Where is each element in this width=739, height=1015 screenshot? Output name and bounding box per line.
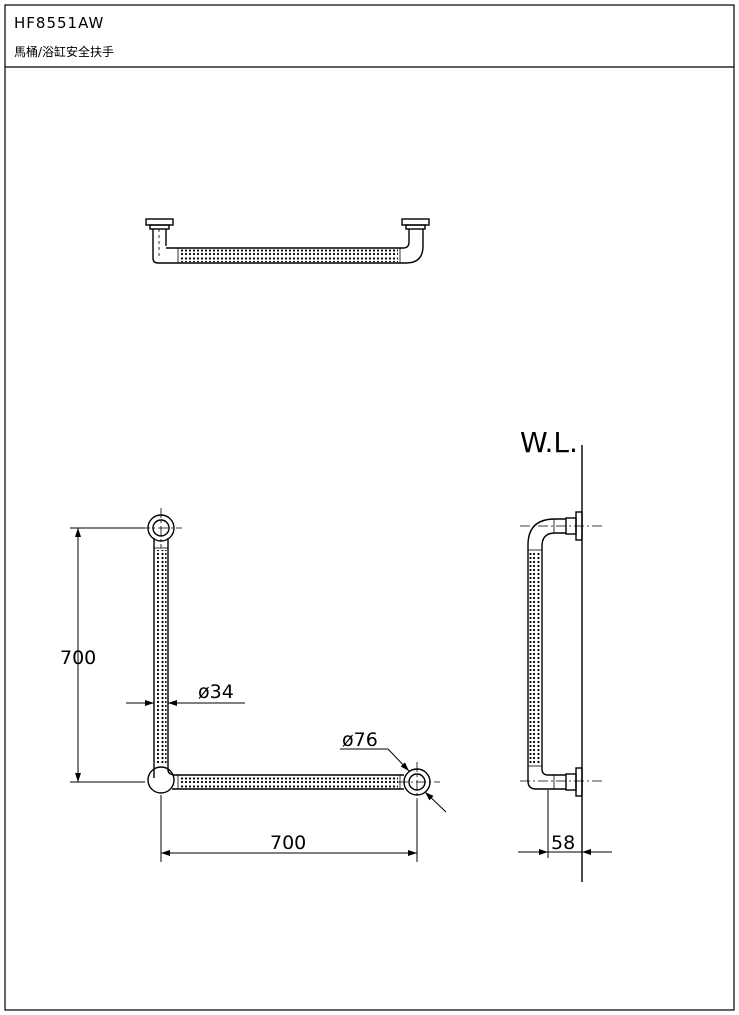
model-number: HF8551AW — [14, 14, 105, 32]
dim-projection-58 — [518, 790, 612, 858]
product-description: 馬桶/浴缸安全扶手 — [14, 45, 115, 59]
wall-line-label: W.L. — [520, 426, 578, 459]
dim-flange-diameter-label: ø76 — [342, 729, 378, 751]
dim-horizontal-700 — [160, 795, 418, 862]
sheet-border — [4, 4, 735, 1011]
front-view — [147, 514, 431, 796]
dim-flange-diameter — [340, 748, 447, 813]
dim-tube-diameter-label: ø34 — [198, 681, 234, 703]
dim-projection-label: 58 — [551, 832, 575, 854]
dim-vertical-label: 700 — [60, 647, 96, 669]
dim-horizontal-label: 700 — [270, 832, 306, 854]
top-view — [145, 218, 430, 264]
side-view — [527, 445, 583, 882]
dim-vertical-700 — [70, 527, 145, 783]
